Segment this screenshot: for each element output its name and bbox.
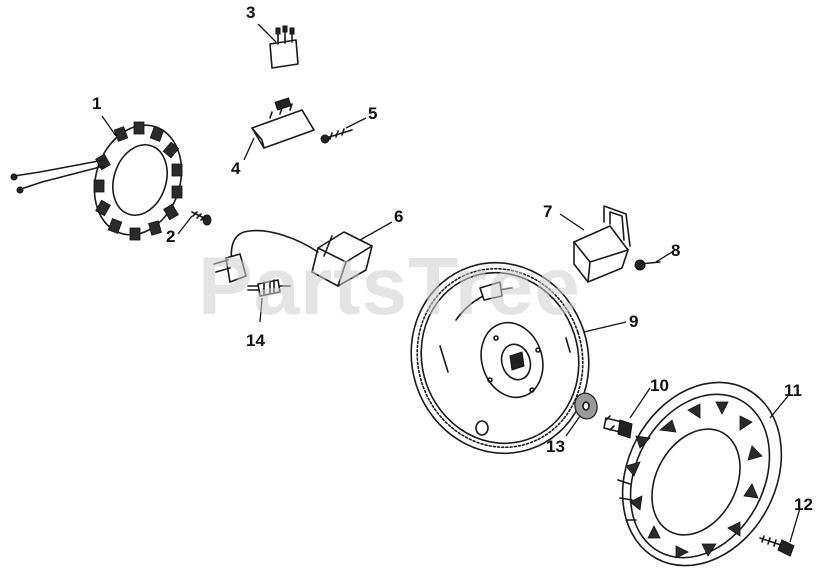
leader-lines — [101, 23, 801, 543]
callout-4: 4 — [231, 159, 241, 178]
part-2-screw[interactable] — [191, 211, 212, 226]
callout-11: 11 — [784, 381, 802, 400]
callout-6: 6 — [394, 207, 404, 226]
part-9-flywheel[interactable] — [387, 240, 614, 477]
callout-2: 2 — [166, 227, 176, 246]
callout-12: 12 — [794, 495, 813, 514]
part-6-ignition-module[interactable] — [213, 229, 373, 287]
part-5-screw[interactable] — [320, 128, 353, 144]
callout-7: 7 — [543, 202, 553, 221]
part-10-bolt[interactable] — [603, 415, 633, 439]
callout-9: 9 — [629, 312, 639, 331]
part-4-rectifier-regulator[interactable] — [251, 97, 315, 149]
callout-1: 1 — [92, 94, 102, 113]
callout-10: 10 — [650, 376, 669, 395]
part-13-washer[interactable] — [572, 391, 600, 422]
part-14-spark-plug[interactable] — [247, 279, 291, 297]
part-7-bracket[interactable] — [573, 205, 631, 283]
part-11-fan[interactable] — [592, 354, 813, 578]
part-12-screw[interactable] — [759, 535, 795, 557]
callout-3: 3 — [246, 3, 256, 22]
callout-8: 8 — [671, 241, 681, 260]
part-1-stator[interactable] — [10, 114, 195, 246]
callout-13: 13 — [546, 437, 565, 456]
callout-14: 14 — [246, 331, 265, 350]
part-3-connector[interactable] — [269, 25, 299, 69]
callout-5: 5 — [368, 104, 378, 123]
